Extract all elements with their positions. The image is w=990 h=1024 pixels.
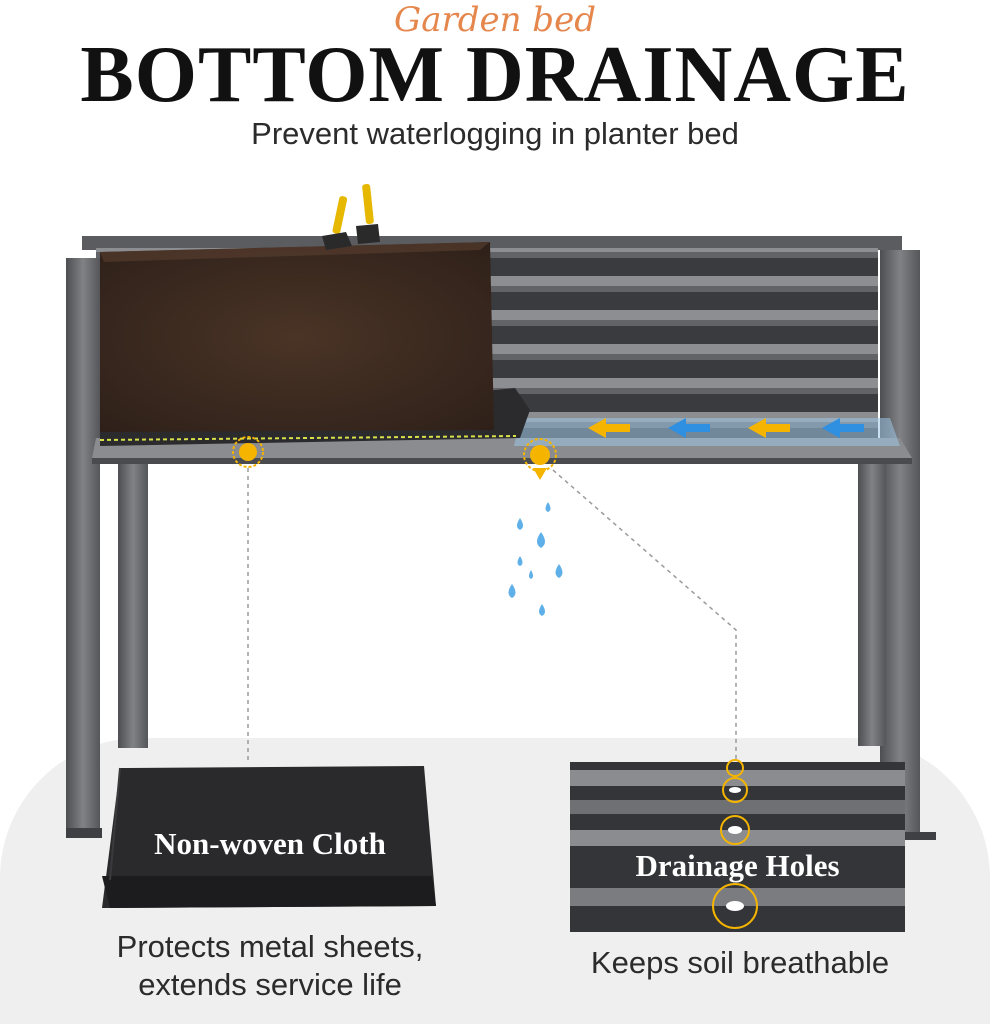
cloth-caption: Protects metal sheets, extends service l… xyxy=(60,928,480,1004)
soil-block xyxy=(100,242,494,432)
location-marker-icon xyxy=(232,436,557,480)
right-front-leg xyxy=(880,250,920,840)
cloth-label: Non-woven Cloth xyxy=(154,826,386,861)
main-title: BOTTOM DRAINAGE xyxy=(80,31,910,119)
arrow-left-icon xyxy=(588,418,864,438)
left-back-leg xyxy=(118,458,148,748)
drainage-panel-sample xyxy=(570,759,905,932)
right-back-leg xyxy=(858,456,886,746)
garden-tools xyxy=(322,183,380,250)
cloth-caption-line1: Protects metal sheets, xyxy=(116,929,424,964)
holes-caption: Keeps soil breathable xyxy=(590,945,890,980)
cloth-sample xyxy=(102,766,436,908)
water-drop-icon xyxy=(508,502,563,616)
script-title: Garden bed xyxy=(394,0,596,40)
left-front-leg xyxy=(66,258,100,838)
cloth-caption-line2: extends service life xyxy=(138,967,402,1002)
subtitle: Prevent waterlogging in planter bed xyxy=(251,116,739,151)
holes-connector-line xyxy=(552,469,737,764)
top-rail xyxy=(82,236,902,250)
holes-label: Drainage Holes xyxy=(635,848,840,883)
